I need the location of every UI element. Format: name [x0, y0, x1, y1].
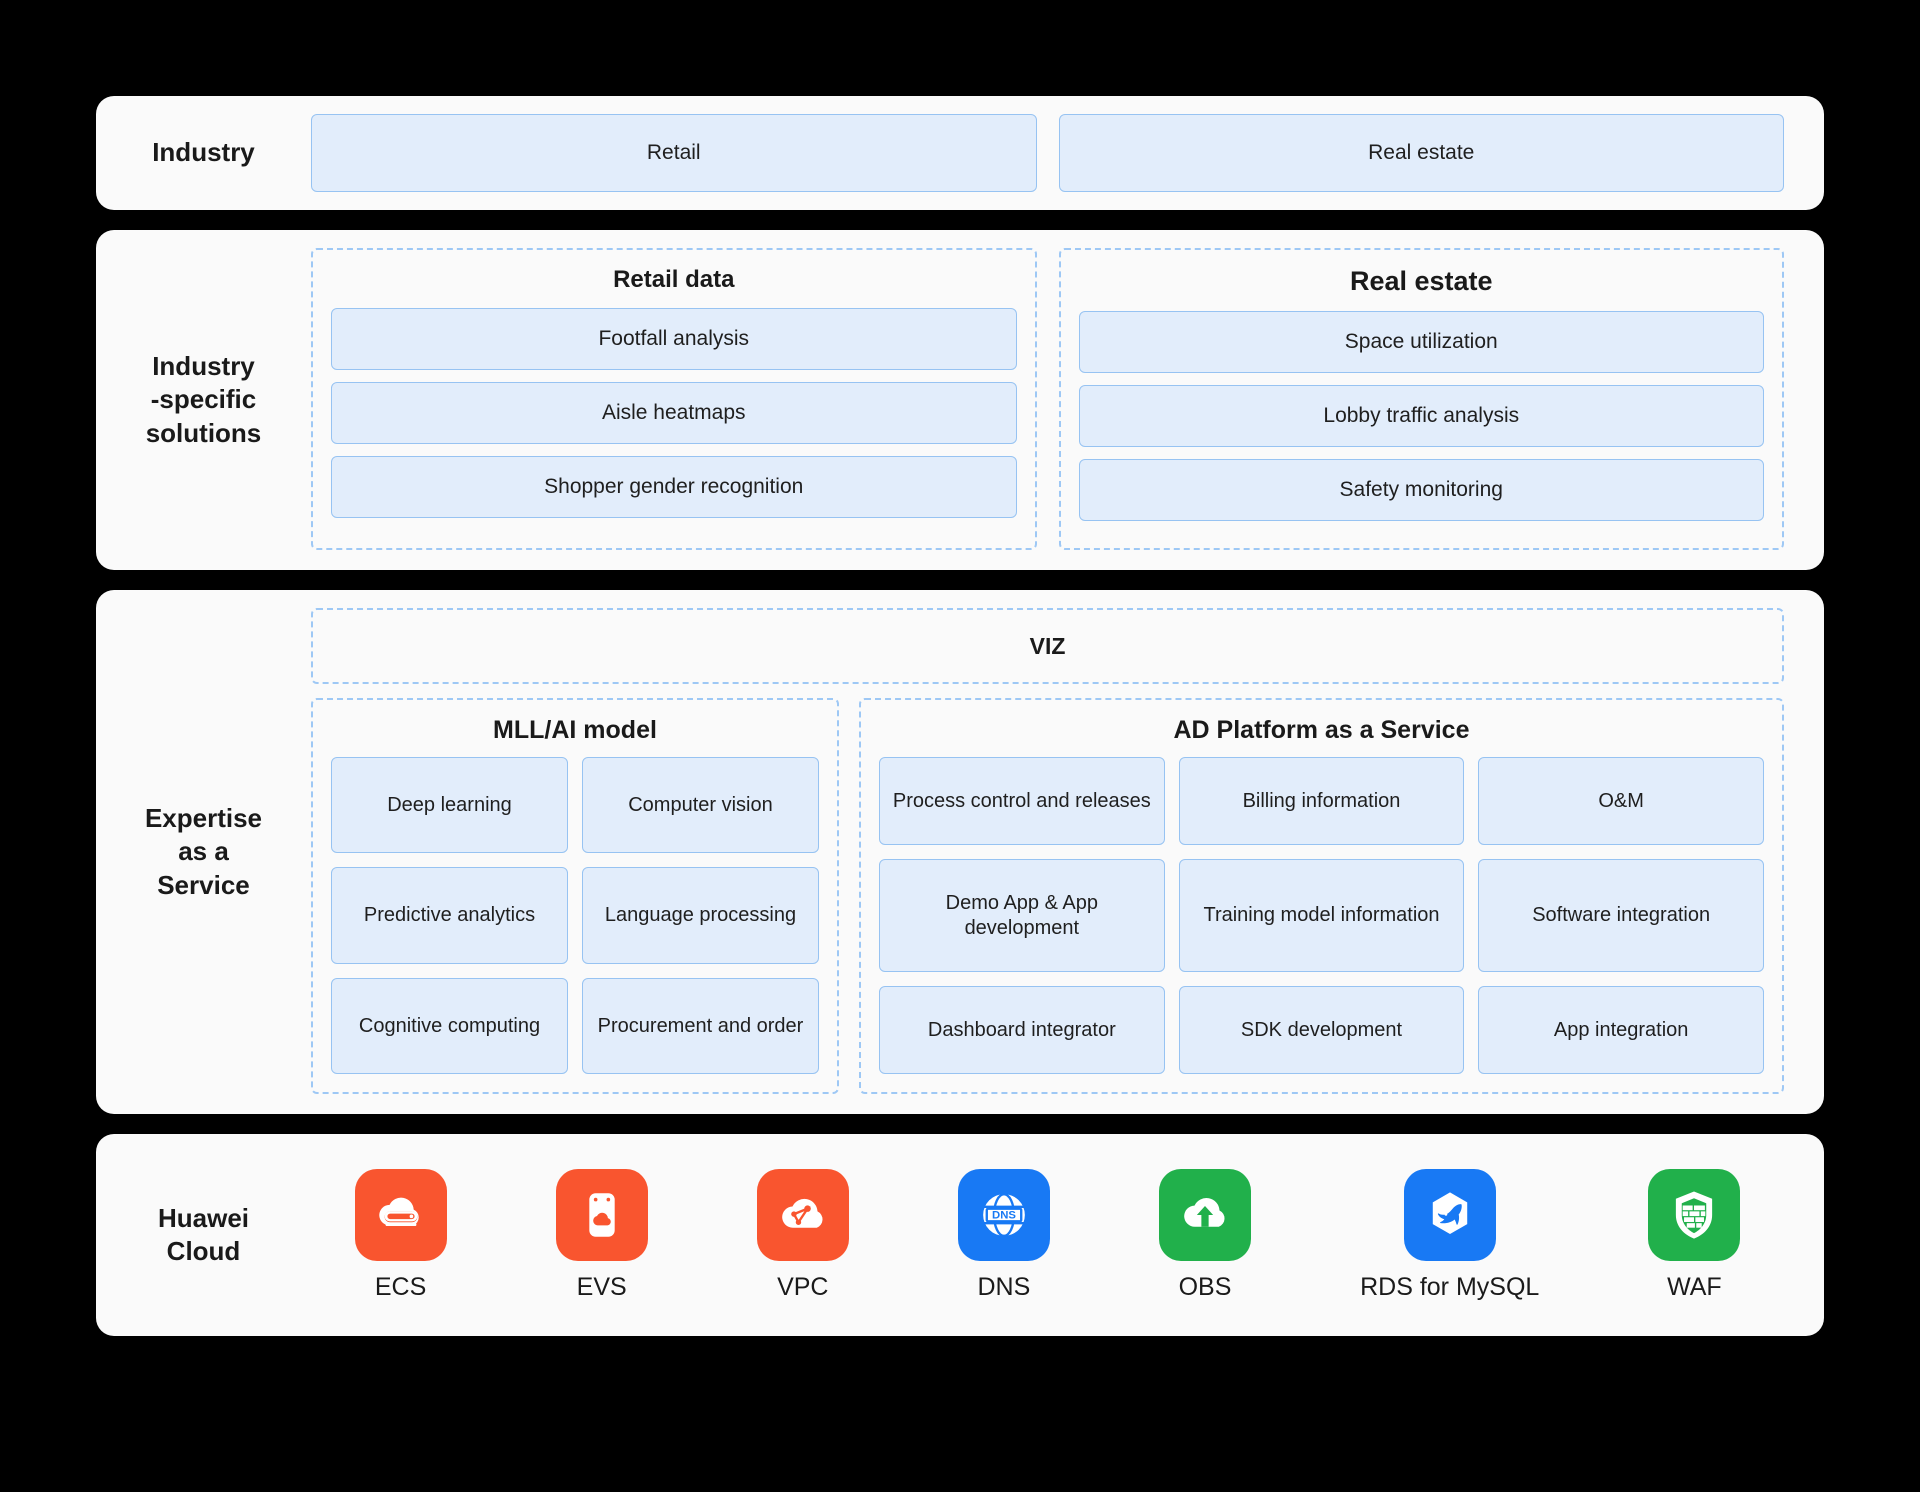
expertise-row-label: Expertise as a Service — [144, 803, 263, 900]
mll-item-computer-vision[interactable]: Computer vision — [582, 757, 819, 854]
dns-globe-icon: DNS — [957, 1168, 1050, 1261]
group-retail-data: Retail data Footfall analysis Aisle heat… — [311, 248, 1037, 550]
solution-item-shopper-gender-recognition[interactable]: Shopper gender recognition — [331, 456, 1017, 518]
obs-cloud-upload-icon — [1158, 1168, 1251, 1261]
expertise-columns: MLL/AI model Deep learning Computer visi… — [311, 698, 1784, 1094]
group-mll-ai-model: MLL/AI model Deep learning Computer visi… — [311, 698, 839, 1094]
huawei-cloud-row: Huawei Cloud ECS — [96, 1134, 1824, 1336]
group-title-mll-ai-model: MLL/AI model — [493, 716, 657, 744]
adp-item-training-model-information[interactable]: Training model information — [1178, 859, 1465, 972]
cloud-service-rds-for-mysql[interactable]: RDS for MySQL — [1360, 1168, 1540, 1302]
cloud-service-label-vpc: VPC — [777, 1272, 829, 1301]
mll-item-deep-learning[interactable]: Deep learning — [331, 757, 568, 854]
solution-item-lobby-traffic-analysis[interactable]: Lobby traffic analysis — [1078, 385, 1764, 447]
rds-dolphin-icon — [1403, 1168, 1496, 1261]
mll-item-predictive-analytics[interactable]: Predictive analytics — [331, 867, 568, 964]
adp-item-billing-information[interactable]: Billing information — [1178, 757, 1465, 846]
mll-ai-model-grid: Deep learning Computer vision Predictive… — [331, 757, 819, 1074]
expertise-row: Expertise as a Service VIZ MLL/AI model … — [96, 590, 1824, 1114]
cloud-service-label-dns: DNS — [977, 1272, 1031, 1301]
ecs-cloud-server-icon — [354, 1168, 447, 1261]
cloud-service-vpc[interactable]: VPC — [756, 1168, 849, 1302]
cloud-service-label-obs: OBS — [1178, 1272, 1232, 1301]
mll-item-procurement-and-order[interactable]: Procurement and order — [582, 977, 819, 1074]
ad-platform-grid: Process control and releases Billing inf… — [879, 757, 1764, 1074]
group-title-retail-data: Retail data — [613, 266, 735, 293]
cloud-service-label-waf: WAF — [1667, 1272, 1722, 1301]
group-title-real-estate: Real estate — [1349, 266, 1493, 296]
cloud-service-waf[interactable]: WAF — [1648, 1168, 1741, 1302]
group-real-estate: Real estate Space utilization Lobby traf… — [1058, 248, 1784, 550]
vpc-cloud-network-icon — [756, 1168, 849, 1261]
cloud-service-dns[interactable]: DNS DNS — [957, 1168, 1050, 1302]
industry-item-real-estate[interactable]: Real estate — [1058, 114, 1784, 192]
industry-solutions-row: Industry -specific solutions Retail data… — [96, 230, 1824, 570]
industry-row-label: Industry — [152, 137, 255, 168]
adp-item-sdk-development[interactable]: SDK development — [1178, 985, 1465, 1074]
adp-item-dashboard-integrator[interactable]: Dashboard integrator — [879, 985, 1165, 1074]
waf-shield-firewall-icon — [1648, 1168, 1741, 1261]
cloud-service-label-rds-for-mysql: RDS for MySQL — [1360, 1272, 1540, 1301]
adp-item-app-integration[interactable]: App integration — [1478, 985, 1764, 1074]
solution-item-footfall-analysis[interactable]: Footfall analysis — [331, 308, 1017, 370]
adp-item-om[interactable]: O&M — [1478, 757, 1764, 846]
mll-item-cognitive-computing[interactable]: Cognitive computing — [331, 977, 568, 1074]
expertise-row-body: VIZ MLL/AI model Deep learning Computer … — [311, 590, 1824, 1114]
cloud-service-obs[interactable]: OBS — [1158, 1168, 1251, 1302]
adp-item-software-integration[interactable]: Software integration — [1478, 859, 1764, 972]
industry-row-body: Retail Real estate — [311, 96, 1824, 210]
huawei-cloud-row-body: ECS EVS — [311, 1134, 1824, 1336]
industry-row: Industry Retail Real estate — [96, 96, 1824, 210]
cloud-service-ecs[interactable]: ECS — [354, 1168, 447, 1302]
cloud-service-label-ecs: ECS — [374, 1272, 427, 1301]
adp-item-process-control-and-releases[interactable]: Process control and releases — [879, 757, 1165, 846]
group-ad-platform-as-a-service: AD Platform as a Service Process control… — [859, 698, 1784, 1094]
industry-item-retail[interactable]: Retail — [311, 114, 1037, 192]
industry-solutions-row-body: Retail data Footfall analysis Aisle heat… — [311, 230, 1824, 570]
group-title-ad-platform: AD Platform as a Service — [1173, 716, 1470, 744]
solution-item-aisle-heatmaps[interactable]: Aisle heatmaps — [331, 382, 1017, 444]
cloud-service-label-evs: EVS — [576, 1272, 627, 1301]
adp-item-demo-app-and-app-development[interactable]: Demo App & App development — [879, 859, 1165, 972]
solution-item-space-utilization[interactable]: Space utilization — [1078, 311, 1764, 373]
industry-solutions-row-label: Industry -specific solutions — [145, 351, 262, 448]
huawei-cloud-row-label: Huawei Cloud — [157, 1202, 250, 1266]
viz-band[interactable]: VIZ — [311, 608, 1784, 684]
cloud-service-evs[interactable]: EVS — [555, 1168, 648, 1302]
svg-text:DNS: DNS — [992, 1209, 1016, 1221]
mll-item-language-processing[interactable]: Language processing — [582, 867, 819, 964]
solution-item-safety-monitoring[interactable]: Safety monitoring — [1078, 459, 1764, 521]
evs-volume-storage-icon — [555, 1168, 648, 1261]
